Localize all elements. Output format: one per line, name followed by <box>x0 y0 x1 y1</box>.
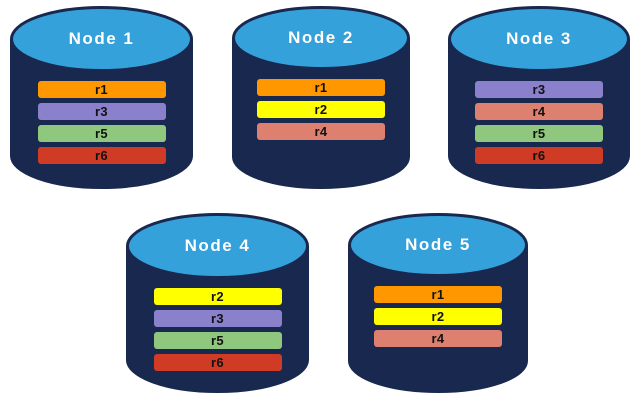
cylinder-top-disc <box>127 214 308 278</box>
replica-label: r4 <box>532 104 546 119</box>
replica-label: r6 <box>532 148 546 163</box>
replica-bar[interactable]: r1 <box>37 81 166 98</box>
replica-bar[interactable]: r2 <box>374 308 502 325</box>
replica-label: r6 <box>95 148 108 163</box>
replica-bar[interactable]: r3 <box>475 81 603 98</box>
replica-label: r4 <box>314 124 328 139</box>
replica-label: r6 <box>211 355 224 370</box>
replica-list: r1 r2 r4 <box>348 286 528 347</box>
replica-label: r5 <box>532 126 546 141</box>
replica-label: r2 <box>211 289 224 304</box>
cylinder-shape-icon <box>232 6 410 189</box>
replica-label: r2 <box>314 102 328 117</box>
replica-label: r2 <box>431 309 445 324</box>
cylinder-top-disc <box>449 7 629 71</box>
replica-bar[interactable]: r4 <box>475 103 603 120</box>
replica-bar[interactable]: r1 <box>374 286 502 303</box>
replica-bar[interactable]: r6 <box>153 354 282 371</box>
replica-list: r1 r2 r4 <box>232 79 410 140</box>
replica-bar[interactable]: r5 <box>153 332 282 349</box>
replica-label: r1 <box>95 82 108 97</box>
replica-list: r3 r4 r5 r6 <box>448 81 630 164</box>
replica-bar[interactable]: r6 <box>37 147 166 164</box>
replica-label: r3 <box>532 82 546 97</box>
replica-label: r1 <box>314 80 328 95</box>
replica-bar[interactable]: r5 <box>475 125 603 142</box>
cylinder-top-disc <box>233 7 409 69</box>
replica-bar[interactable]: r4 <box>374 330 502 347</box>
replica-list: r1 r3 r5 r6 <box>10 81 193 164</box>
replica-label: r5 <box>95 126 108 141</box>
replica-bar[interactable]: r5 <box>37 125 166 142</box>
replica-label: r5 <box>211 333 224 348</box>
replica-bar[interactable]: r2 <box>153 288 282 305</box>
replica-label: r4 <box>431 331 445 346</box>
replica-bar[interactable]: r2 <box>257 101 385 118</box>
replica-label: r1 <box>431 287 445 302</box>
replica-list: r2 r3 r5 r6 <box>126 288 309 371</box>
cylinder-top-disc <box>349 214 527 276</box>
replica-bar[interactable]: r4 <box>257 123 385 140</box>
replica-bar[interactable]: r1 <box>257 79 385 96</box>
replica-label: r3 <box>211 311 224 326</box>
replica-label: r3 <box>95 104 108 119</box>
cylinder-shape-icon <box>348 213 528 393</box>
replica-bar[interactable]: r3 <box>153 310 282 327</box>
replica-bar[interactable]: r3 <box>37 103 166 120</box>
replica-bar[interactable]: r6 <box>475 147 603 164</box>
cylinder-top-disc <box>11 7 192 71</box>
